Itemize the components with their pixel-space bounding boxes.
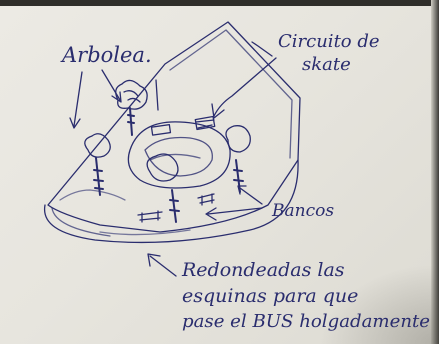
bench-right (197, 193, 215, 206)
plaza-outline (47, 21, 301, 233)
tree-lower-left (84, 133, 111, 158)
tree-right (225, 125, 251, 153)
bench-left (137, 210, 163, 223)
arrow-trees-1 (69, 71, 83, 129)
note-line-2: esquinas para que (182, 285, 358, 307)
label-skate-circuit-line1: Circuito de (278, 31, 380, 52)
label-skate-circuit-line2: skate (302, 54, 351, 75)
label-trees: Arbolea. (60, 43, 152, 67)
arrow-benches-2 (237, 185, 263, 205)
tree-left (115, 79, 148, 110)
note-line-1: Redondeadas las (181, 259, 345, 281)
note-line-3: pase el BUS holgadamente (182, 311, 430, 332)
paper-top-edge (0, 0, 439, 6)
tree-center (146, 153, 179, 182)
paper-shadow (319, 264, 439, 344)
arrow-benches-1 (205, 207, 263, 221)
arrow-trees-2 (101, 69, 122, 103)
paper-right-edge (431, 0, 439, 344)
label-benches: Bancos (271, 201, 334, 221)
arrow-rounded (147, 253, 177, 277)
plaza-outline-inner (169, 29, 293, 159)
arrow-skate (211, 57, 277, 119)
rounded-corner-curve (43, 159, 299, 244)
skate-circuit (127, 121, 231, 189)
